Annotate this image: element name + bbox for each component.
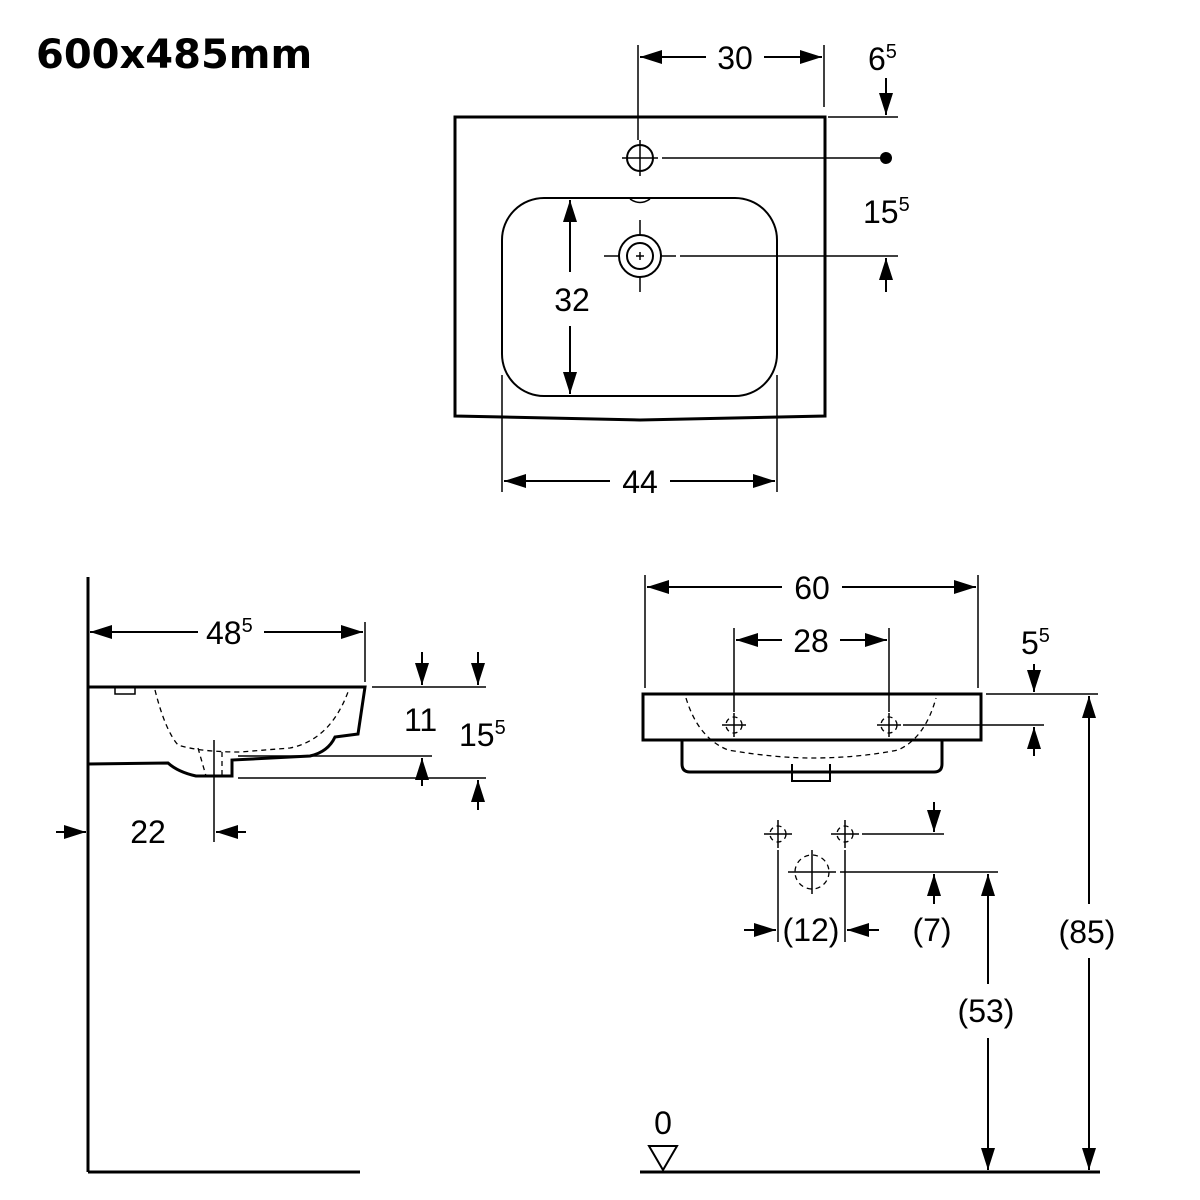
front-view: 0 60 28 55 (12) (7) (53): [640, 570, 1116, 1174]
dim-drain-from-wall: 22: [130, 814, 166, 850]
drain-hole: [604, 220, 676, 292]
drain-hidden-line: [197, 747, 223, 777]
dim-tap-to-drain: 155: [863, 194, 910, 230]
side-view: 485 11 155 22: [56, 577, 506, 1174]
basin-profile-side: [87, 685, 367, 778]
overflow-slot: [629, 198, 651, 204]
bowl-hidden-line: [685, 697, 937, 759]
floor-level-symbol: [647, 1145, 679, 1172]
dim-supply-spacing: (12): [783, 912, 840, 948]
dim-bowl-width: 44: [622, 464, 658, 500]
dim-total-height: 155: [459, 717, 506, 753]
dim-rim-height-floor: (85): [1059, 914, 1116, 950]
dim-edge-to-tap: 65: [868, 41, 897, 77]
dim-tap-offset: 30: [717, 40, 753, 76]
bowl-outline-top: [501, 197, 778, 397]
overflow-detail-side: [114, 688, 136, 695]
dim-bowl-depth: 32: [554, 282, 590, 318]
dim-overall-width: 60: [794, 570, 830, 606]
dim-fixing-spacing: 28: [793, 623, 829, 659]
fixing-hole-left: [722, 713, 746, 737]
top-view: 30 65 155 32 44: [453, 40, 910, 500]
basin-bowl-front: [680, 740, 944, 774]
bowl-hidden-line: [154, 689, 349, 753]
drain-outlet-front: [791, 764, 831, 782]
dim-rim-height: 11: [404, 702, 437, 738]
supply-point-right: [831, 820, 859, 848]
drawing-title: 600x485mm: [36, 32, 312, 78]
dim-supply-offset: (7): [912, 912, 951, 948]
basin-outline-top: [453, 115, 827, 422]
supply-point-left: [764, 820, 792, 848]
dim-waste-height: (53): [958, 993, 1015, 1029]
tap-hole: [622, 140, 658, 176]
fixing-hole-right: [877, 713, 901, 737]
floor-level-label: 0: [654, 1105, 672, 1141]
basin-outline-front: [641, 692, 983, 742]
dim-point: [880, 152, 892, 164]
dim-projection: 485: [206, 615, 253, 651]
waste-point: [788, 850, 836, 894]
dim-fixing-from-top: 55: [1021, 625, 1050, 661]
